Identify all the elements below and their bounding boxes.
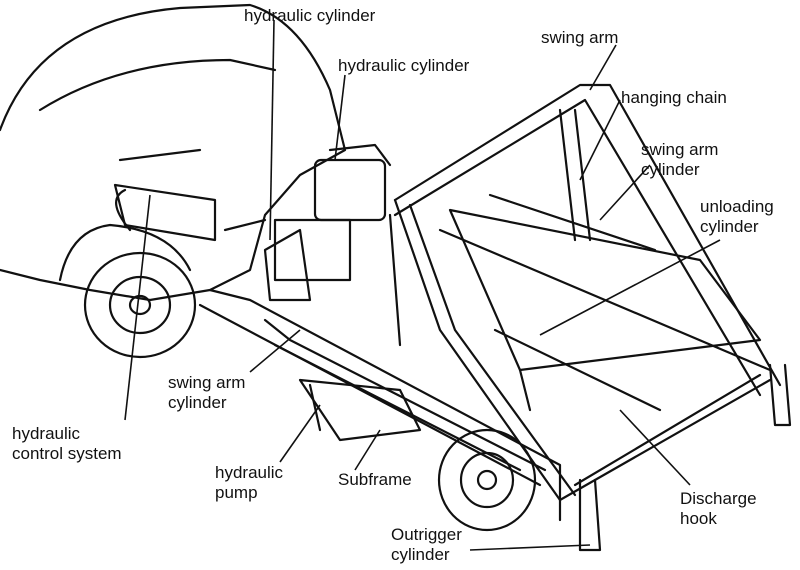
label-subframe: Subframe (338, 470, 412, 489)
label-swing-arm: swing arm (541, 28, 619, 47)
label-hydraulic-cylinder-2: hydraulic cylinder (338, 56, 470, 75)
platform (448, 208, 762, 412)
front-wheel (83, 251, 197, 359)
label-unloading-cylinder: unloading cylinder (700, 197, 774, 236)
label-swing-arm-cylinder-right: swing arm cylinder (641, 140, 719, 179)
hydraulic-units (113, 143, 392, 302)
outriggers (578, 363, 792, 552)
subframe-rails (198, 288, 562, 522)
truck-cab (0, 3, 347, 302)
cylinders (388, 108, 662, 412)
leader-lines (124, 19, 721, 551)
label-hydraulic-control-system: hydraulic control system (12, 424, 122, 463)
label-outrigger-cylinder: Outrigger cylinder (391, 525, 462, 564)
label-discharge-hook: Discharge hook (680, 489, 757, 528)
label-hydraulic-cylinder-top: hydraulic cylinder (244, 6, 376, 25)
label-hanging-chain: hanging chain (621, 88, 727, 107)
label-hydraulic-pump: hydraulic pump (215, 463, 284, 502)
label-swing-arm-cylinder-left: swing arm cylinder (168, 373, 246, 412)
